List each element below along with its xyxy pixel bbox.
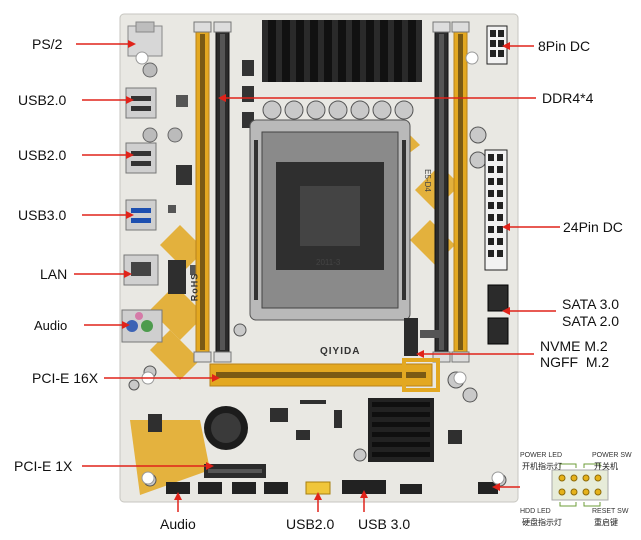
label-reset-sw: RESET SW: [592, 508, 629, 515]
usb3-header: [342, 480, 386, 494]
cpu-mark-2011: 2011-3: [316, 258, 341, 267]
label-pcie-1x: PCI-E 1X: [14, 458, 73, 474]
label-audio-rear: Audio: [34, 318, 68, 333]
label-usb3-header: USB 3.0: [358, 516, 411, 532]
cpu-socket: [249, 119, 411, 321]
label-usb2-1: USB2.0: [18, 92, 67, 108]
label-usb2-header: USB2.0: [286, 516, 335, 532]
m2-slot: [404, 318, 418, 356]
label-pcie-16x: PCI-E 16X: [32, 370, 99, 386]
label-usb2-2: USB2.0: [18, 147, 67, 163]
label-ddr4: DDR4*4: [542, 90, 594, 106]
label-sata3: SATA 3.0: [562, 296, 620, 312]
board-brand: QIYIDA: [320, 346, 361, 357]
label-reset-sw-cn: 重启键: [594, 518, 618, 527]
front-panel-header: [478, 482, 498, 494]
label-power-led: POWER LED: [520, 452, 563, 459]
cpu-mark-e5d4: E5-D4: [422, 169, 432, 192]
sata2-port: [487, 317, 509, 345]
label-ps2: PS/2: [32, 36, 63, 52]
audio-header: [166, 482, 190, 494]
left-arrows: [74, 40, 220, 470]
right-arrows: [218, 42, 560, 491]
label-nvme: NVME M.2: [540, 338, 608, 354]
front-panel-pin-diagram: [551, 463, 609, 507]
vrm-capacitors: [262, 100, 414, 120]
label-hdd-led-cn: 硬盘指示灯: [522, 518, 562, 527]
label-power-sw: POWER SW: [592, 452, 632, 459]
sata3-port: [487, 284, 509, 312]
label-power-sw-cn: 开关机: [594, 462, 618, 471]
label-sata2: SATA 2.0: [562, 313, 620, 329]
label-24pin: 24Pin DC: [563, 219, 623, 235]
io-components: [142, 62, 200, 294]
usb2-port-1: [125, 87, 157, 119]
chipset-heatsink: [368, 398, 434, 462]
label-usb3: USB3.0: [18, 207, 67, 223]
vrm-heatsink: [262, 20, 422, 82]
rohs-mark: RoHS: [189, 272, 200, 302]
label-audio-front: Audio: [160, 516, 196, 532]
label-power-led-cn: 开机指示灯: [522, 462, 562, 471]
usb2-port-2: [125, 142, 157, 174]
label-lan: LAN: [40, 266, 68, 282]
label-ngff: NGFF M.2: [540, 354, 610, 370]
bottom-arrows: [174, 490, 368, 512]
label-hdd-led: HDD LED: [520, 508, 551, 515]
label-8pin: 8Pin DC: [538, 38, 591, 54]
